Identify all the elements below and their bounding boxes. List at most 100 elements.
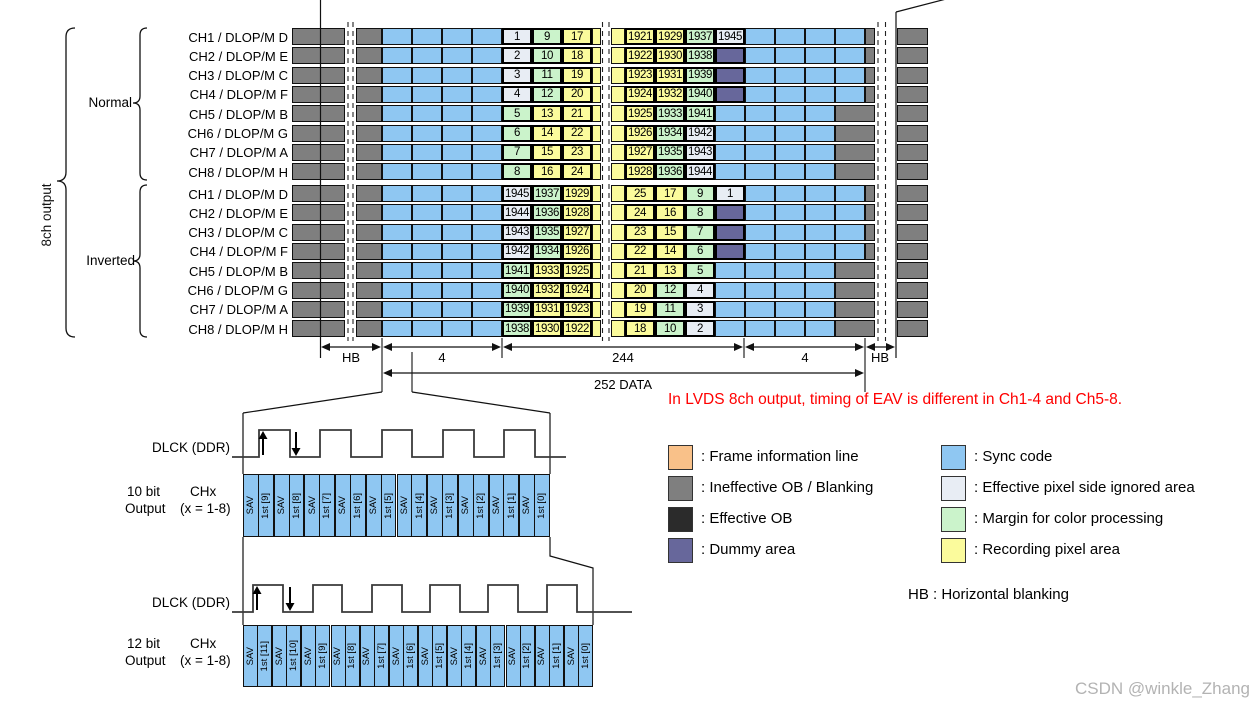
cell-sync [745,66,775,84]
cell-sync [775,85,805,103]
cell-sync [805,262,835,280]
cell-text: SAV [275,496,287,515]
cell-sync [412,124,442,142]
cell-blanking [292,66,345,84]
cell-number: 3 [502,66,532,84]
cell-blanking [292,204,345,222]
sav-cell: SAV [419,626,432,686]
cell-recording-partial [611,281,625,299]
cell-text: SAV [332,646,344,666]
cell-text: SAV [245,496,257,515]
cell-text: SAV [419,646,431,666]
dim-total-data: 252 DATA [593,377,653,392]
cell-sync [715,262,745,280]
legend-label: : Effective OB [701,510,793,527]
cell-blanking [356,163,382,181]
cell-sync [745,204,775,222]
cell-number: 23 [562,143,592,161]
sav-cell: SAV [398,475,412,536]
cell-sync [442,143,472,161]
cell-sync [382,85,412,103]
cell-sync [442,124,472,142]
cell-blanking [292,320,345,338]
cell-recording-partial [611,47,625,65]
cell-number: 1944 [685,163,715,181]
chx-label-12: CHx [190,636,217,651]
sav-cell: SAV [244,626,257,686]
cell-number: 21 [625,262,655,280]
cell-blanking [356,262,382,280]
sav-cell: SAV [332,626,345,686]
cell-text: 1st [2] [521,643,533,669]
cell-text: SAV [273,646,285,666]
cell-number: 1928 [562,204,592,222]
cell-text: 1st [6] [404,643,416,669]
channel-label: CH7 / DLOP/M A [189,145,288,161]
legend-swatch-sync [941,445,966,470]
cell-recording-partial [592,281,601,299]
cell-sync [775,143,805,161]
bit-cell: 1st [2] [519,626,534,686]
bit-cell: 1st [1] [548,626,563,686]
channel-label: CH4 / DLOP/M F [189,244,288,260]
bit-cell: 1st [0] [577,626,592,686]
cell-number: 1940 [685,85,715,103]
cell-blanking [897,28,928,45]
cell-sync [835,204,865,222]
cell-sync [472,300,502,318]
hb-note: HB : Horizontal blanking [908,586,1069,603]
cell-number: 1922 [562,320,592,338]
cell-blanking [865,47,875,65]
cell-number: 9 [532,28,562,45]
cell-sync [745,223,775,241]
cell-sync [382,300,412,318]
cell-number: 12 [655,281,685,299]
cell-blanking [835,163,875,181]
bit-cell: 1st [6] [402,626,417,686]
cell-number: 1929 [562,185,592,202]
cell-sync [472,281,502,299]
cell-dummy [715,66,745,84]
cell-sync [382,281,412,299]
cell-sync [805,320,835,338]
cell-blanking [897,281,928,299]
cell-number: 1941 [502,262,532,280]
cell-text: SAV [460,496,472,515]
cell-number: 1942 [502,242,532,260]
cell-sync [775,105,805,123]
cell-blanking [835,281,875,299]
cell-sync [382,320,412,338]
sav-cell: SAV [490,475,504,536]
cell-sync [412,223,442,241]
cell-number: 18 [625,320,655,338]
bit-cell: 1st [5] [432,626,446,686]
legend-swatch-ob [668,507,693,532]
cell-text: 1st [7] [321,492,333,519]
cell-number: 15 [532,143,562,161]
cell-blanking [897,124,928,142]
cell-number: 6 [685,242,715,260]
sav-cell: SAV [275,475,289,536]
cell-number: 1932 [655,85,685,103]
cell-number: 5 [502,105,532,123]
channel-label: CH8 / DLOP/M H [188,321,288,337]
sav-cell: SAV [305,475,319,536]
cell-dummy [715,223,745,241]
cell-text: SAV [303,646,315,666]
cell-number: 1935 [655,143,685,161]
cell-sync [442,320,472,338]
cell-sync [442,28,472,45]
cell-sync [775,124,805,142]
cell-number: 22 [625,242,655,260]
cell-number: 24 [562,163,592,181]
cell-recording-partial [592,204,601,222]
cell-recording-partial [611,124,625,142]
cell-number: 4 [502,85,532,103]
cell-number: 20 [562,85,592,103]
sav-cell: SAV [536,626,549,686]
cell-number: 21 [562,105,592,123]
cell-text: 1st [2] [474,492,486,519]
